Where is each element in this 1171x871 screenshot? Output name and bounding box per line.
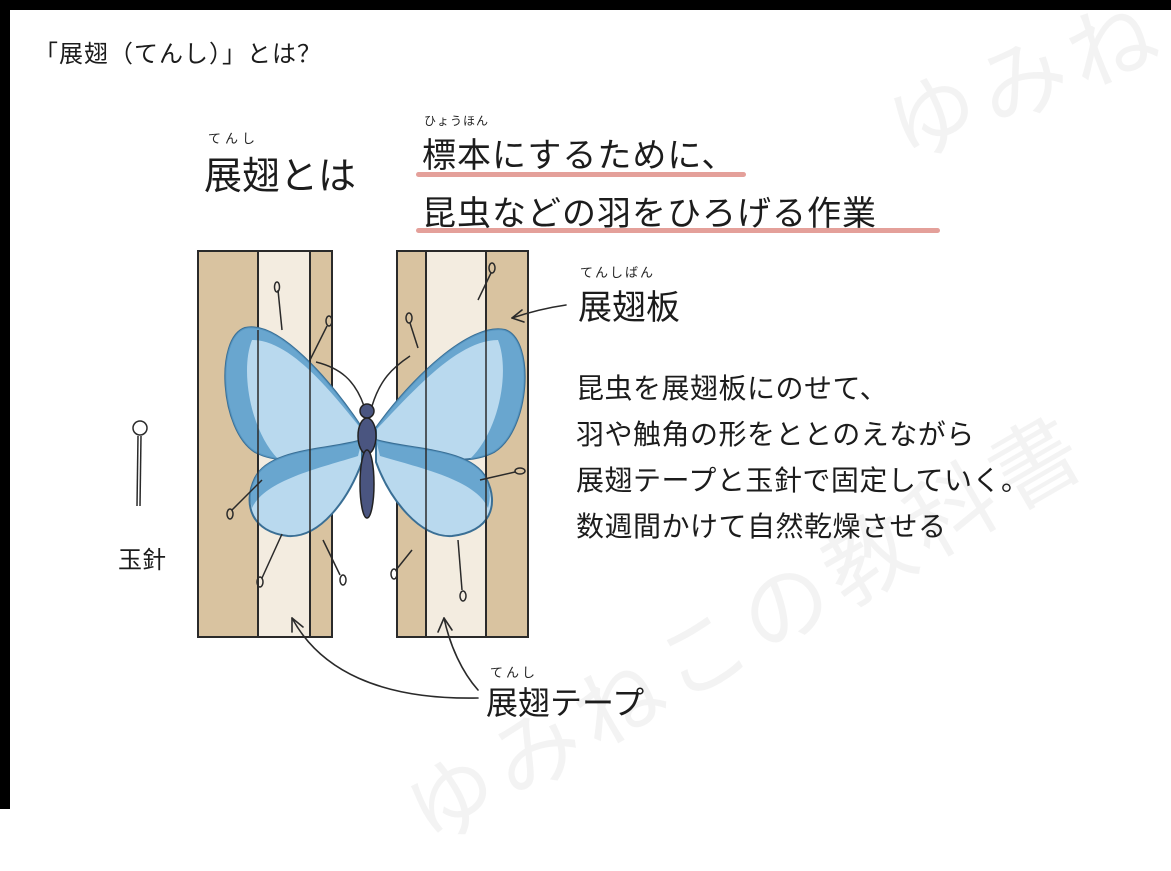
ball-pin — [132, 420, 148, 507]
butterfly-hindwing-right-edge — [376, 440, 490, 508]
butterfly-forewing-left-edge — [225, 327, 362, 459]
butterfly-hindwing-left-edge — [250, 440, 362, 508]
arrow-to-tape-right — [443, 617, 479, 691]
term-reading: てんし — [208, 132, 260, 147]
board-label: 展翅板 — [578, 288, 680, 328]
definition-underline-1 — [416, 172, 746, 177]
definition-reading: ひょうほん — [424, 114, 490, 128]
butterfly-head — [359, 403, 375, 419]
butterfly-abdomen — [359, 449, 375, 519]
arrows — [291, 304, 567, 699]
butterfly-thorax — [357, 417, 377, 455]
board-label-reading: てんしばん — [580, 266, 656, 281]
tape-label: 展翅テープ — [486, 684, 645, 722]
description-line-4: 数週間かけて自然乾燥させる — [576, 510, 947, 543]
panel-frame — [0, 0, 1171, 809]
arrow-to-board — [511, 304, 567, 319]
setting-board-illustration — [132, 250, 567, 699]
butterfly-antenna-left — [315, 361, 365, 407]
definition-line-2: 昆虫などの羽をひろげる作業 — [422, 194, 877, 234]
pin-label: 玉針 — [118, 546, 166, 574]
definition-line-1: 標本にするために、 — [422, 136, 737, 176]
description-line-2: 羽や触角の形をととのえながら — [576, 418, 975, 451]
panel-title: 「展翅（てんし）」とは？ — [34, 40, 322, 68]
arrow-to-tape-left — [291, 617, 479, 699]
definition-underline-2 — [416, 228, 940, 233]
tape-label-reading: てんし — [490, 666, 539, 681]
butterfly-forewing-right-edge — [376, 329, 525, 459]
butterfly-antenna-right — [371, 355, 411, 407]
definition-term: 展翅とは — [204, 154, 357, 198]
description-line-3: 展翅テープと玉針で固定していく。 — [576, 464, 1030, 497]
description-line-1: 昆虫を展翅板にのせて、 — [576, 372, 889, 405]
setting-pins — [226, 262, 526, 602]
